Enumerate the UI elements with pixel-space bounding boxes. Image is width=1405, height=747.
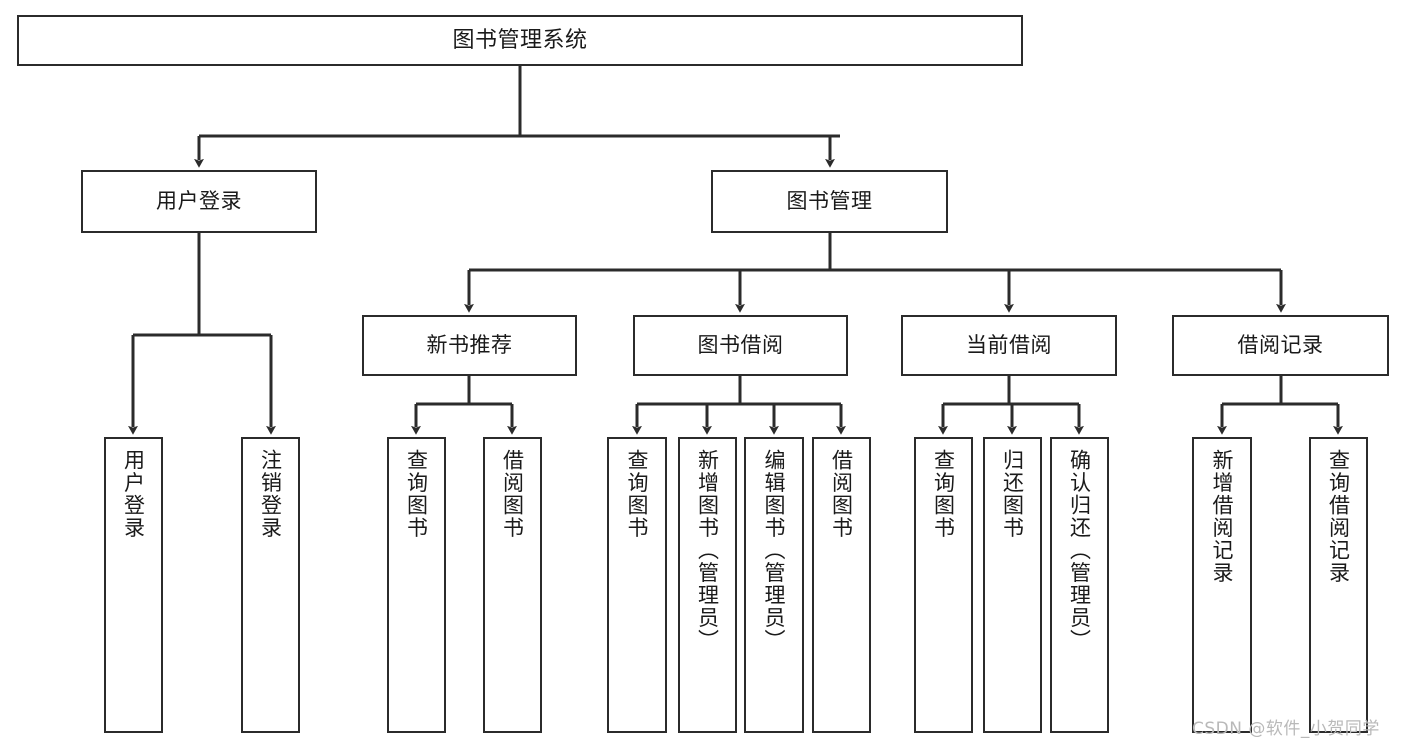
node-leaf-return-book[interactable]: 归还图书 xyxy=(983,437,1042,733)
node-leaf-query-record-label: 查询借阅记录 xyxy=(1326,449,1351,584)
node-leaf-query-book-3-label: 查询图书 xyxy=(931,449,956,539)
node-leaf-return-book-label: 归还图书 xyxy=(1000,449,1025,539)
node-leaf-query-book-2[interactable]: 查询图书 xyxy=(607,437,667,733)
node-user-login[interactable]: 用户登录 xyxy=(81,170,317,233)
node-book-management[interactable]: 图书管理 xyxy=(711,170,948,233)
node-current-borrow-label: 当前借阅 xyxy=(966,333,1052,358)
node-leaf-add-book-label: 新增图书（管理员） xyxy=(695,449,720,652)
node-leaf-query-book-1[interactable]: 查询图书 xyxy=(387,437,446,733)
node-leaf-query-record[interactable]: 查询借阅记录 xyxy=(1309,437,1368,733)
node-leaf-add-book[interactable]: 新增图书（管理员） xyxy=(678,437,737,733)
node-leaf-query-book-3[interactable]: 查询图书 xyxy=(914,437,973,733)
node-borrow-record-label: 借阅记录 xyxy=(1237,333,1324,358)
node-borrow-record[interactable]: 借阅记录 xyxy=(1172,315,1389,376)
node-leaf-edit-book-label: 编辑图书（管理员） xyxy=(762,449,787,652)
node-leaf-logout-login-label: 注销登录 xyxy=(258,449,283,539)
node-leaf-borrow-book-2[interactable]: 借阅图书 xyxy=(812,437,871,733)
node-leaf-confirm-return[interactable]: 确认归还（管理员） xyxy=(1050,437,1109,733)
node-leaf-edit-book[interactable]: 编辑图书（管理员） xyxy=(744,437,804,733)
node-book-borrow[interactable]: 图书借阅 xyxy=(633,315,848,376)
node-leaf-borrow-book-1[interactable]: 借阅图书 xyxy=(483,437,542,733)
node-leaf-borrow-book-1-label: 借阅图书 xyxy=(500,449,525,539)
node-leaf-confirm-return-label: 确认归还（管理员） xyxy=(1067,449,1092,652)
node-leaf-add-record[interactable]: 新增借阅记录 xyxy=(1192,437,1252,733)
node-root-label: 图书管理系统 xyxy=(452,27,588,53)
node-book-management-label: 图书管理 xyxy=(786,189,873,214)
node-leaf-logout-login[interactable]: 注销登录 xyxy=(241,437,300,733)
node-current-borrow[interactable]: 当前借阅 xyxy=(901,315,1117,376)
node-leaf-borrow-book-2-label: 借阅图书 xyxy=(829,449,854,539)
node-root[interactable]: 图书管理系统 xyxy=(17,15,1023,66)
node-leaf-user-login[interactable]: 用户登录 xyxy=(104,437,163,733)
node-user-login-label: 用户登录 xyxy=(156,189,242,214)
node-new-book-recommend-label: 新书推荐 xyxy=(426,333,513,358)
node-leaf-user-login-label: 用户登录 xyxy=(121,449,146,539)
node-leaf-add-record-label: 新增借阅记录 xyxy=(1210,449,1235,584)
node-leaf-query-book-2-label: 查询图书 xyxy=(625,449,650,539)
node-new-book-recommend[interactable]: 新书推荐 xyxy=(362,315,577,376)
node-book-borrow-label: 图书借阅 xyxy=(697,333,784,358)
node-leaf-query-book-1-label: 查询图书 xyxy=(404,449,429,539)
